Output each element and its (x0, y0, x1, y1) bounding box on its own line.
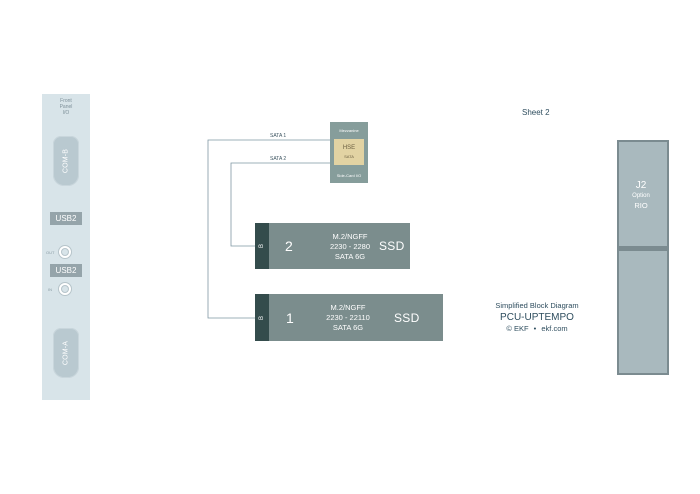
com-b-connector: COM-B (53, 136, 79, 186)
ssd-spec-line: 2230 - 22110 (326, 313, 370, 322)
ssd-spec-line: 2230 - 2280 (329, 242, 371, 251)
ssd-spec-line: M.2/NGFF (330, 303, 366, 312)
mezzanine-card: Mezzanine HSE SATA Side-Card I/O (330, 122, 368, 183)
ssd-module-2: B 2 M.2/NGFF 2230 - 2280 SATA 6G SSD (255, 223, 410, 269)
jack-out-label: OUT (46, 250, 55, 255)
hse-block: HSE SATA (334, 139, 364, 165)
separator-dot: • (533, 324, 537, 333)
hse-sub-label: SATA (344, 154, 354, 159)
front-panel-title-line: I/O (62, 110, 70, 116)
sata2-label: SATA 2 (270, 156, 287, 162)
hse-label: HSE (342, 145, 356, 151)
title-block: Simplified Block Diagram PCU-UPTEMPO © E… (480, 301, 594, 334)
ssd-spec: M.2/NGFF 2230 - 2280 SATA 6G (315, 232, 385, 262)
ssd-label: SSD (394, 311, 420, 325)
ssd-key-tab: B (255, 223, 269, 269)
audio-out-jack (58, 245, 72, 259)
j2-upper-slot (619, 142, 667, 246)
ssd-number: 1 (286, 310, 294, 326)
sata1-line (207, 139, 330, 319)
diagram-subtitle: Simplified Block Diagram (495, 301, 579, 310)
ssd-spec-line: M.2/NGFF (332, 232, 368, 241)
usb2-bottom-badge: USB2 (50, 264, 82, 277)
mezzanine-title: Mezzanine (339, 128, 359, 133)
front-panel-title-line: Front (60, 98, 72, 104)
copyright-line: © EKF • ekf.com (480, 324, 594, 334)
j2-lower-slot (619, 251, 667, 373)
ssd-key-label: B (259, 243, 265, 249)
j2-option: Option (632, 193, 650, 199)
front-panel: Front Panel I/O COM-B USB2 OUT USB2 IN C… (42, 94, 90, 400)
sata2-line (230, 162, 330, 247)
ssd-spec-line: SATA 6G (332, 323, 364, 332)
mezzanine-footer: Side-Card I/O (336, 173, 362, 178)
front-panel-title-line: Panel (59, 104, 73, 110)
ssd-label: SSD (379, 239, 405, 253)
ssd-spec-line: SATA 6G (334, 252, 366, 261)
ssd-spec: M.2/NGFF 2230 - 22110 SATA 6G (313, 303, 383, 333)
ssd-key-label: B (259, 315, 265, 320)
j2-connector: J2 Option RIO (617, 140, 669, 375)
sheet-label: Sheet 2 (522, 108, 550, 117)
j2-rio: RIO (634, 201, 648, 210)
usb2-top-badge: USB2 (50, 212, 82, 225)
copyright-text: © EKF (506, 324, 529, 333)
ssd-module-1: B 1 M.2/NGFF 2230 - 22110 SATA 6G SSD (255, 294, 443, 341)
website-text: ekf.com (541, 324, 568, 333)
front-panel-title: Front Panel I/O (42, 98, 90, 116)
ssd-number: 2 (285, 238, 293, 254)
ssd-key-tab: B (255, 294, 269, 341)
j2-title: J2 (635, 180, 647, 191)
sata1-label: SATA 1 (270, 133, 287, 139)
com-a-connector: COM-A (53, 328, 79, 378)
product-name: PCU-UPTEMPO (500, 312, 574, 323)
jack-in-label: IN (48, 287, 52, 292)
audio-in-jack (58, 282, 72, 296)
